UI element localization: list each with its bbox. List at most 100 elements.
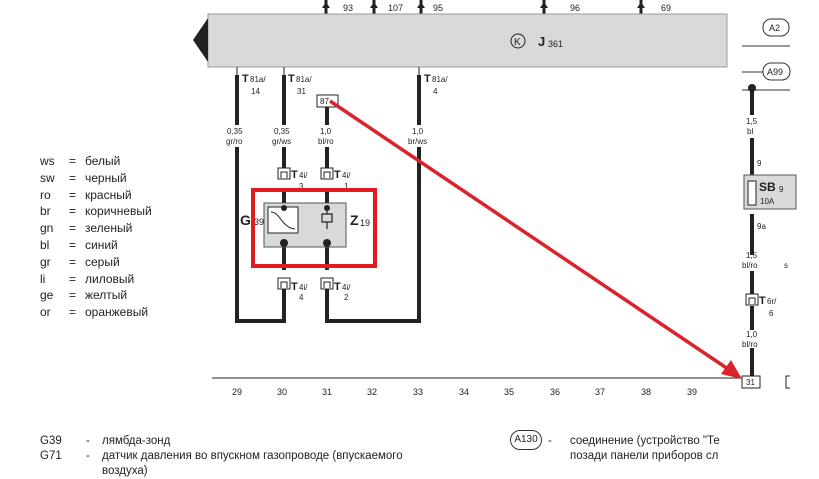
legend-code: ge [40,288,54,303]
svg-text:4: 4 [433,87,438,96]
highlight-box [251,188,377,268]
svg-text:2: 2 [344,293,349,302]
svg-text:4i/: 4i/ [342,171,351,180]
legend-equals: = [69,254,77,269]
top-arrowheads [322,2,645,8]
fuse-pin-top: 9 [757,159,762,168]
component-g-letter: G [240,212,251,228]
legend-equals: = [69,237,77,252]
connector-t4i-3: T 4i/ 3 [277,167,308,191]
connector-t4i-1: T 4i/ 1 [320,167,351,191]
marker-31: 31 [746,378,755,387]
top-num-107: 107 [388,3,403,13]
note-text: воздуха) [102,465,148,477]
fuse-pin-bottom: 9a [757,222,766,231]
svg-text:6: 6 [769,309,774,318]
svg-text:1,0: 1,0 [412,127,424,136]
svg-text:T: T [334,169,341,181]
svg-text:1: 1 [344,182,349,191]
main-wires [235,75,421,323]
svg-text:1,5: 1,5 [746,251,758,260]
unit-sub: 361 [548,39,563,49]
connector-t4i-2: T 4i/ 2 [320,277,351,302]
note-code: G39 [40,435,62,447]
svg-text:0,35: 0,35 [274,127,290,136]
right-wire-label-3: 1,0 bl/ro [742,330,758,349]
top-num-93: 93 [343,3,353,13]
legend-row: ge=желтый [40,287,152,304]
lambda-sensor-symbol [267,206,299,234]
legend-equals: = [69,305,77,320]
legend-name: белый [85,154,121,168]
legend-equals: = [69,221,77,236]
bottom-number: 34 [459,387,469,397]
svg-text:br/ws: br/ws [408,137,427,146]
svg-text:T: T [242,73,249,85]
legend-name: коричневый [85,204,152,219]
red-arrow [329,99,742,379]
wire-label-1: 0,35 gr/ro [226,127,243,146]
legend-row: gr=серый [40,254,152,271]
legend-equals: = [69,204,77,219]
note-dash: - [86,435,90,447]
legend-name: черный [85,170,127,185]
component-z-sub: 19 [360,218,370,228]
svg-text:4i/: 4i/ [342,283,351,292]
note-row: G39 - лямбда-зонд A130 - соединение (уст… [40,430,800,450]
connector-t4i-4: T 4i/ 4 [277,277,308,302]
legend-equals: = [69,154,77,168]
node-dot [748,84,756,92]
legend-code: ws [40,154,55,168]
a130-badge: A130 [510,430,542,450]
legend-row: bl=синий [40,237,152,254]
svg-text:T: T [288,73,295,85]
legend-row: li=лиловый [40,271,152,288]
bottom-number: 39 [687,387,697,397]
control-unit-j361 [207,13,728,68]
legend-name: лиловый [85,271,135,286]
note-text: датчик давления во впускном газопроводе … [102,450,403,462]
svg-text:81a/: 81a/ [432,75,448,84]
legend-code: li [40,271,46,286]
svg-text:81a/: 81a/ [250,75,266,84]
svg-text:gr/ro: gr/ro [226,137,243,146]
node-dot [323,239,331,247]
marker-a99: A99 [767,67,783,77]
unit-label: J [538,34,545,49]
legend-name: желтый [85,288,128,303]
svg-text:0,35: 0,35 [227,127,243,136]
connector-t6r-6: T 6r/ 6 [745,293,777,318]
legend-code: or [40,305,51,320]
legend-row: br=коричневый [40,203,152,220]
svg-text:1,0: 1,0 [320,127,332,136]
node-dot [281,205,287,211]
note-text: лямбда-зонд [102,435,171,447]
svg-text:3: 3 [299,182,304,191]
note-row: G71 - датчик давления во впускном газопр… [40,449,800,464]
component-notes: G39 - лямбда-зонд A130 - соединение (уст… [40,430,800,479]
svg-text:gr/ws: gr/ws [272,137,291,146]
pin-87-label: 87 [320,97,329,106]
bottom-number: 33 [413,387,423,397]
legend-row: ro=красный [40,187,152,204]
legend-code: gn [40,221,54,236]
node-dot [324,205,330,211]
bottom-number: 35 [504,387,514,397]
right-wire-label-1: 1,5 bl [746,117,758,136]
a130-dash: - [548,435,552,447]
wire-label-2: 0,35 gr/ws [272,127,291,146]
svg-text:6r/: 6r/ [767,297,777,306]
svg-text:T: T [291,281,298,293]
legend-equals: = [69,187,77,202]
legend-row: gn=зеленый [40,220,152,237]
bottom-number: 31 [322,387,332,397]
legend-name: серый [85,254,120,269]
a130-text-line1: соединение (устройство "Те [570,435,720,447]
svg-text:14: 14 [251,87,260,96]
fuse-rating: 10A [760,197,775,206]
marker-a2: A2 [769,23,780,33]
sensor-curve-icon [270,211,296,230]
marker-31-box [741,375,761,389]
svg-text:31: 31 [297,87,306,96]
